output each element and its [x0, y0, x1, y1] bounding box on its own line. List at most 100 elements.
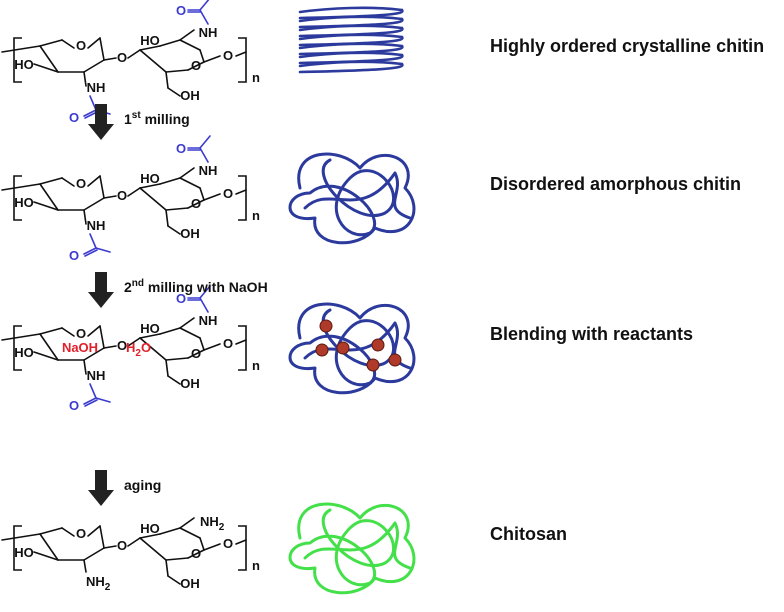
bond-line [39, 533, 59, 561]
bond-line [165, 357, 189, 361]
bond-line [139, 333, 161, 339]
bond-line [33, 351, 59, 361]
terminal-oxygen: O [223, 536, 233, 551]
amorphous-fiber-strand [303, 171, 412, 220]
right-bracket [238, 37, 247, 83]
water-reagent-label: H2O [126, 340, 151, 359]
bond-line [127, 187, 141, 197]
process-arrow-head [88, 292, 114, 308]
hydroxyl-oh-label: OH [180, 576, 200, 591]
bond-line [203, 55, 221, 63]
amine-nh2-label: NH2 [200, 514, 225, 533]
bond-line [179, 327, 201, 339]
bond-line [99, 525, 105, 549]
bond-line [83, 547, 105, 561]
chitosan-fiber-strand [288, 502, 416, 595]
process-arrow-shaft [95, 272, 107, 292]
hydroxyl-oh-label: OH [180, 226, 200, 241]
bond-line [165, 557, 189, 561]
ring-oxygen: O [76, 526, 86, 541]
bond-line [61, 177, 75, 187]
bond-line [179, 317, 195, 329]
bond-line [83, 209, 87, 225]
bond-line [167, 375, 181, 385]
bond-line [1, 333, 41, 341]
bond-line [39, 527, 63, 535]
nitrogen-nh-label: NH [199, 313, 218, 328]
bond-line [83, 359, 87, 375]
left-bracket [13, 525, 22, 571]
bond-line [179, 517, 195, 529]
bond-line [235, 189, 247, 195]
bond-line [187, 549, 205, 559]
bond-line [165, 359, 169, 377]
bond-line [1, 533, 41, 541]
amorphous-fiber-drawing [288, 152, 416, 245]
reactant-particle [371, 338, 385, 352]
bond-line [39, 39, 63, 47]
terminal-oxygen: O [223, 48, 233, 63]
process-arrow-head [88, 490, 114, 506]
glycosidic-oxygen: O [117, 188, 127, 203]
bond-line [139, 337, 167, 361]
bond-line [139, 183, 161, 189]
left-bracket [13, 37, 22, 83]
bond-line [167, 225, 181, 235]
bond-line [165, 209, 169, 227]
nitrogen-nh-label: NH [199, 163, 218, 178]
crystalline-fiber-drawing [298, 6, 404, 74]
reactant-particle [388, 353, 402, 367]
repeat-index-n: n [252, 558, 260, 573]
stage-label: Blending with reactants [490, 324, 693, 344]
bond-line [1, 183, 41, 191]
chitosan-fiber-drawing [288, 502, 416, 595]
bond-line [33, 63, 59, 73]
ring-oxygen: O [76, 38, 86, 53]
bond-line [127, 537, 141, 547]
stage-label: Chitosan [490, 524, 567, 544]
bond-line [99, 37, 105, 61]
hydroxyl-ho-label: HO [140, 33, 160, 48]
bond-line [61, 527, 75, 537]
bond-line [199, 147, 209, 163]
ring-oxygen: O [76, 326, 86, 341]
bond-line [179, 177, 201, 189]
bond-line [39, 327, 63, 335]
reactant-particle [315, 343, 329, 357]
chitosan-fiber-strand [303, 521, 412, 570]
bond-line [87, 325, 101, 337]
bond-line [165, 559, 169, 577]
bond-line [165, 71, 169, 89]
ring-oxygen: O [76, 176, 86, 191]
bond-line [159, 527, 181, 535]
stage-label: Disordered amorphous chitin [490, 174, 741, 194]
hydroxyl-oh-label: OH [180, 88, 200, 103]
blended-fiber-strand [288, 302, 416, 395]
process-arrow-shaft [95, 104, 107, 124]
bond-line [89, 233, 97, 249]
bond-line [199, 187, 205, 201]
bond-line [99, 175, 105, 199]
reactant-particle [336, 341, 350, 355]
bond-line [179, 29, 195, 41]
nitrogen-nh-label: NH [199, 25, 218, 40]
bond-line [89, 383, 97, 399]
bond-line [187, 199, 205, 209]
reactant-particle [319, 319, 333, 333]
bond-line [235, 339, 247, 345]
bond-line [199, 537, 205, 551]
bond-line [84, 399, 98, 407]
bond-line [33, 201, 59, 211]
hydroxyl-ho-label: HO [14, 345, 34, 360]
amorphous-fiber-strand [288, 152, 416, 245]
nitrogen-nh-label: NH [87, 218, 106, 233]
left-bracket [13, 325, 22, 371]
repeat-index-n: n [252, 70, 260, 85]
bond-line [103, 57, 117, 61]
bond-line [84, 249, 98, 257]
bond-line [199, 285, 211, 299]
